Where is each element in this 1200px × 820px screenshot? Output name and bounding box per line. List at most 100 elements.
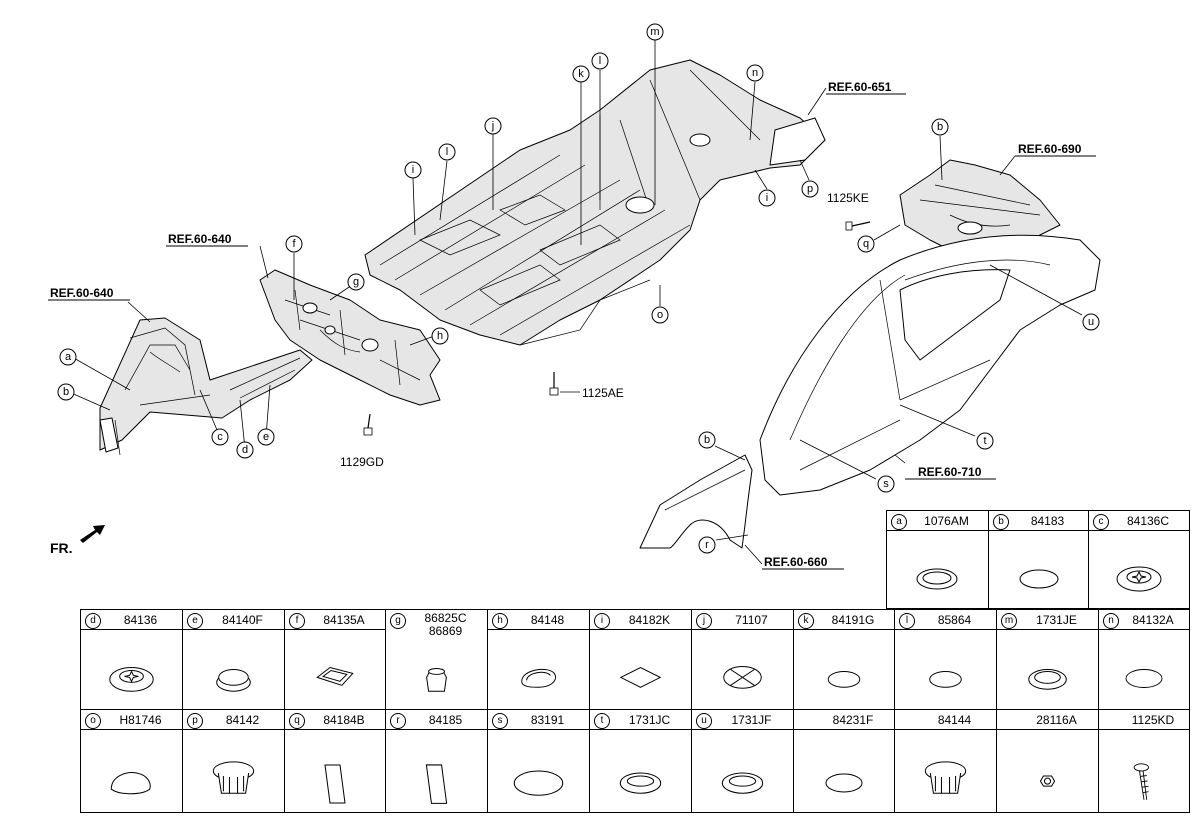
part-letter: g (390, 612, 406, 629)
ref-label-60-640-dash[interactable]: REF.60-640 (166, 232, 248, 247)
part-number-primary: 86825C (424, 611, 467, 625)
part-cell-84144[interactable]: 84144 (894, 709, 997, 813)
pad-icon (425, 764, 448, 804)
bolt-1125ke (845, 221, 871, 231)
part-number: 84183 (1030, 514, 1065, 528)
part-number: 84135A (323, 613, 365, 627)
part-letter: n (1103, 612, 1119, 629)
svg-text:b: b (937, 121, 943, 133)
rear-package-assembly (899, 159, 1061, 256)
callout-t: t (976, 432, 994, 450)
part-letter: m (1001, 612, 1017, 629)
callout-u: u (1082, 313, 1100, 331)
grommet-cross-icon (1116, 566, 1162, 592)
part-number: 84184B (323, 713, 365, 727)
grommet-icon (916, 568, 958, 590)
grommet-x-icon (723, 666, 762, 689)
ref-label-60-660[interactable]: REF.60-660 (762, 555, 844, 570)
part-number: 84132A (1132, 613, 1174, 627)
callout-i-right: i (758, 189, 776, 207)
bolt-1129gd (363, 413, 373, 436)
plug-icon (1125, 669, 1163, 688)
callout-n: n (746, 64, 764, 82)
svg-text:REF.60-651: REF.60-651 (828, 80, 892, 94)
part-cell-28116a[interactable]: 28116A (996, 709, 1099, 813)
part-number: 84136C (1126, 514, 1170, 528)
part-number: 85864 (937, 613, 972, 627)
grommet-icon (216, 669, 251, 692)
part-number: H81746 (119, 713, 162, 727)
plug-icon (825, 773, 863, 793)
plug-icon (929, 670, 962, 688)
svg-text:k: k (578, 68, 584, 80)
svg-text:b: b (704, 434, 710, 446)
svg-text:g: g (353, 276, 359, 288)
callout-h: h (431, 327, 449, 345)
plug-icon (513, 770, 564, 796)
svg-text:j: j (491, 120, 494, 132)
part-letter: k (798, 612, 814, 629)
svg-text:m: m (650, 26, 659, 38)
ref-label-60-651[interactable]: REF.60-651 (826, 80, 906, 95)
svg-text:REF.60-660: REF.60-660 (764, 555, 828, 569)
callout-q: q (857, 235, 875, 253)
dash-panel-assembly (259, 269, 441, 406)
part-letter: h (492, 612, 508, 629)
part-letter: j (696, 612, 712, 629)
ref-label-60-640-front[interactable]: REF.60-640 (48, 286, 130, 301)
callout-r: r (698, 536, 716, 554)
callout-e: e (257, 428, 275, 446)
front-arrow-icon (80, 525, 105, 543)
part-cell-n[interactable]: n 84132A (1098, 609, 1190, 710)
bolt-icon (1133, 763, 1149, 800)
svg-text:h: h (437, 330, 443, 342)
svg-text:l: l (446, 146, 448, 158)
part-cell-1125kd[interactable]: 1125KD (1098, 709, 1190, 813)
clip-icon (316, 666, 354, 686)
part-letter: u (696, 712, 712, 729)
part-cell-o[interactable]: o H81746 (80, 709, 183, 813)
callout-l-center: l (591, 52, 609, 70)
part-letter: s (492, 712, 508, 729)
leader-lines (68, 40, 1083, 565)
svg-text:b: b (63, 386, 69, 398)
oval-plug-icon (110, 772, 151, 795)
callout-g: g (347, 273, 365, 291)
svg-text:i: i (412, 164, 414, 176)
svg-text:p: p (807, 183, 813, 195)
callout-b-fender: b (698, 431, 716, 449)
callout-o: o (651, 306, 669, 324)
part-letter: o (85, 712, 101, 729)
ref-label-60-690[interactable]: REF.60-690 (1015, 142, 1096, 157)
bolt-1125ae (549, 372, 559, 396)
part-letter: t (594, 712, 610, 729)
ref-label-60-710[interactable]: REF.60-710 (905, 465, 996, 480)
part-number: 84142 (225, 713, 260, 727)
svg-text:q: q (863, 238, 869, 250)
grommet-icon (619, 772, 662, 794)
svg-text:u: u (1088, 316, 1094, 328)
svg-text:REF.60-640: REF.60-640 (168, 232, 232, 246)
grommet-icon (924, 761, 967, 794)
part-cell-84231f[interactable]: 84231F (793, 709, 895, 813)
